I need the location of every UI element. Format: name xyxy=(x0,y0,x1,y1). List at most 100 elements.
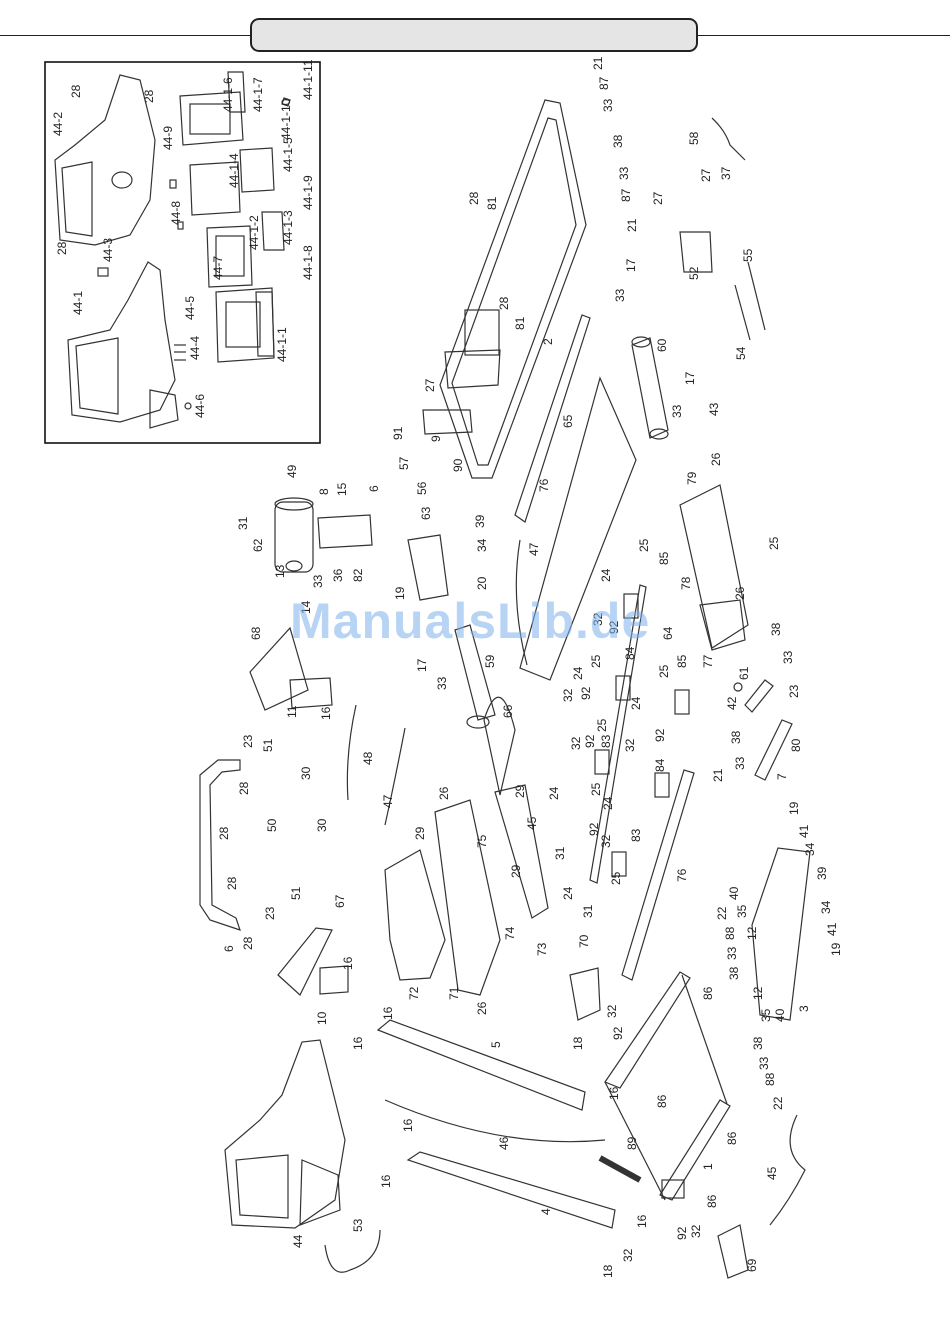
inset-panels xyxy=(97,71,291,410)
part-label-p28e: 28 xyxy=(497,296,511,310)
part-label-p21c: 21 xyxy=(711,768,725,782)
part-label-p91: 91 xyxy=(391,426,405,440)
part-label-p61: 61 xyxy=(737,666,751,680)
part-label-p49: 49 xyxy=(285,464,299,478)
part-label-p17a: 17 xyxy=(624,258,638,272)
part-label-l-28c: 28 xyxy=(55,241,69,255)
part-label-p32b: 32 xyxy=(561,688,575,702)
part-label-l-44-1-11: 44-1-11 xyxy=(301,59,315,100)
part-label-p86b: 86 xyxy=(655,1094,669,1108)
part-label-p65: 65 xyxy=(561,414,575,428)
part-label-p79: 79 xyxy=(685,471,699,485)
part-label-p92f: 92 xyxy=(611,1026,625,1040)
part-label-p33e: 33 xyxy=(311,574,325,588)
upright-4-shape xyxy=(406,1151,616,1229)
cable-45-shape xyxy=(769,1114,806,1226)
part-label-p27a: 27 xyxy=(699,168,713,182)
part-label-l-44-1-5: 44-1-5 xyxy=(281,137,295,172)
part-label-p22a: 22 xyxy=(715,906,729,920)
part-label-p89: 89 xyxy=(625,1136,639,1150)
part-label-l-44-1-4: 44-1-4 xyxy=(227,153,241,188)
part-label-p25a: 25 xyxy=(767,536,781,550)
part-label-p88a: 88 xyxy=(723,926,737,940)
part-label-p29a: 29 xyxy=(513,784,527,798)
part-label-p87a: 87 xyxy=(597,76,611,90)
part-label-p48: 48 xyxy=(361,751,375,765)
part-label-p14: 14 xyxy=(299,600,313,614)
header-line-left xyxy=(0,35,250,36)
part-label-p6a: 6 xyxy=(367,485,381,492)
part-label-p18b: 18 xyxy=(601,1264,615,1278)
part-label-p27c: 27 xyxy=(423,378,437,392)
part-label-l-44-1-3: 44-1-3 xyxy=(281,210,295,245)
part-label-p33a: 33 xyxy=(601,98,615,112)
part-label-p3: 3 xyxy=(797,1005,811,1012)
part-label-p76b: 76 xyxy=(675,868,689,882)
part-label-p38d: 38 xyxy=(727,966,741,980)
part-label-p92b: 92 xyxy=(579,686,593,700)
part-label-p30b: 30 xyxy=(315,818,329,832)
part-label-p81a: 81 xyxy=(485,196,499,210)
part-label-p32f: 32 xyxy=(605,1004,619,1018)
part-label-p10: 10 xyxy=(315,1011,329,1025)
part-label-p87b: 87 xyxy=(619,188,633,202)
part-label-l-44-5: 44-5 xyxy=(183,296,197,320)
part-label-p78: 78 xyxy=(679,576,693,590)
part-label-p25e: 25 xyxy=(595,718,609,732)
part-label-p51b: 51 xyxy=(289,886,303,900)
part-label-p12a: 12 xyxy=(745,926,759,940)
part-label-p50: 50 xyxy=(265,818,279,832)
part-label-p6b: 6 xyxy=(222,945,236,952)
side-trim-73-shape xyxy=(494,784,549,919)
incline-motor-shape xyxy=(407,534,449,601)
part-label-p85b: 85 xyxy=(675,654,689,668)
part-label-p24c: 24 xyxy=(629,696,643,710)
part-label-p80: 80 xyxy=(789,738,803,752)
part-label-p30a: 30 xyxy=(299,766,313,780)
part-label-p47a: 47 xyxy=(527,542,541,556)
part-label-p24e: 24 xyxy=(601,796,615,810)
part-label-l-44-2: 44-2 xyxy=(51,112,65,136)
part-label-p29c: 29 xyxy=(509,864,523,878)
part-label-p40a: 40 xyxy=(727,886,741,900)
motor-mount-shape xyxy=(317,514,373,549)
part-label-p28d: 28 xyxy=(467,191,481,205)
part-label-p19a: 19 xyxy=(393,586,407,600)
part-label-p55: 55 xyxy=(741,248,755,262)
part-label-p12b: 12 xyxy=(751,986,765,1000)
part-label-p66: 66 xyxy=(501,704,515,718)
part-label-l-28a: 28 xyxy=(69,84,83,98)
part-label-p26d: 26 xyxy=(475,1001,489,1015)
part-label-p33g: 33 xyxy=(781,650,795,664)
part-label-p13: 13 xyxy=(273,564,287,578)
part-label-p16a: 16 xyxy=(319,706,333,720)
part-label-p69: 69 xyxy=(745,1258,759,1272)
drive-belt-shape xyxy=(483,696,516,796)
part-label-p77: 77 xyxy=(701,654,715,668)
part-label-p24a: 24 xyxy=(599,568,613,582)
part-label-p28i: 28 xyxy=(241,936,255,950)
front-roller-shape xyxy=(454,624,496,729)
part-label-p25d: 25 xyxy=(657,664,671,678)
part-label-p46: 46 xyxy=(497,1136,511,1150)
part-label-p36: 36 xyxy=(331,568,345,582)
part-label-p42: 42 xyxy=(725,696,739,710)
part-label-p92a: 92 xyxy=(607,620,621,634)
cable-46-shape xyxy=(384,1099,606,1143)
part-label-p28f: 28 xyxy=(237,781,251,795)
part-label-p34a: 34 xyxy=(475,538,489,552)
part-label-p68: 68 xyxy=(249,626,263,640)
part-label-p34c: 34 xyxy=(819,900,833,914)
part-label-p26b: 26 xyxy=(733,586,747,600)
console-front-shape xyxy=(67,261,179,429)
main-frame-shape xyxy=(439,99,587,479)
part-label-p44: 44 xyxy=(291,1234,305,1248)
part-label-p90: 90 xyxy=(451,458,465,472)
part-label-p35b: 35 xyxy=(759,1008,773,1022)
base-frame-3-shape xyxy=(751,847,811,1021)
part-label-p31c: 31 xyxy=(581,904,595,918)
plate-52-shape xyxy=(679,231,713,273)
part-label-p15: 15 xyxy=(335,482,349,496)
part-label-l-44-9: 44-9 xyxy=(161,126,175,150)
sensor-58-shape xyxy=(711,117,746,161)
